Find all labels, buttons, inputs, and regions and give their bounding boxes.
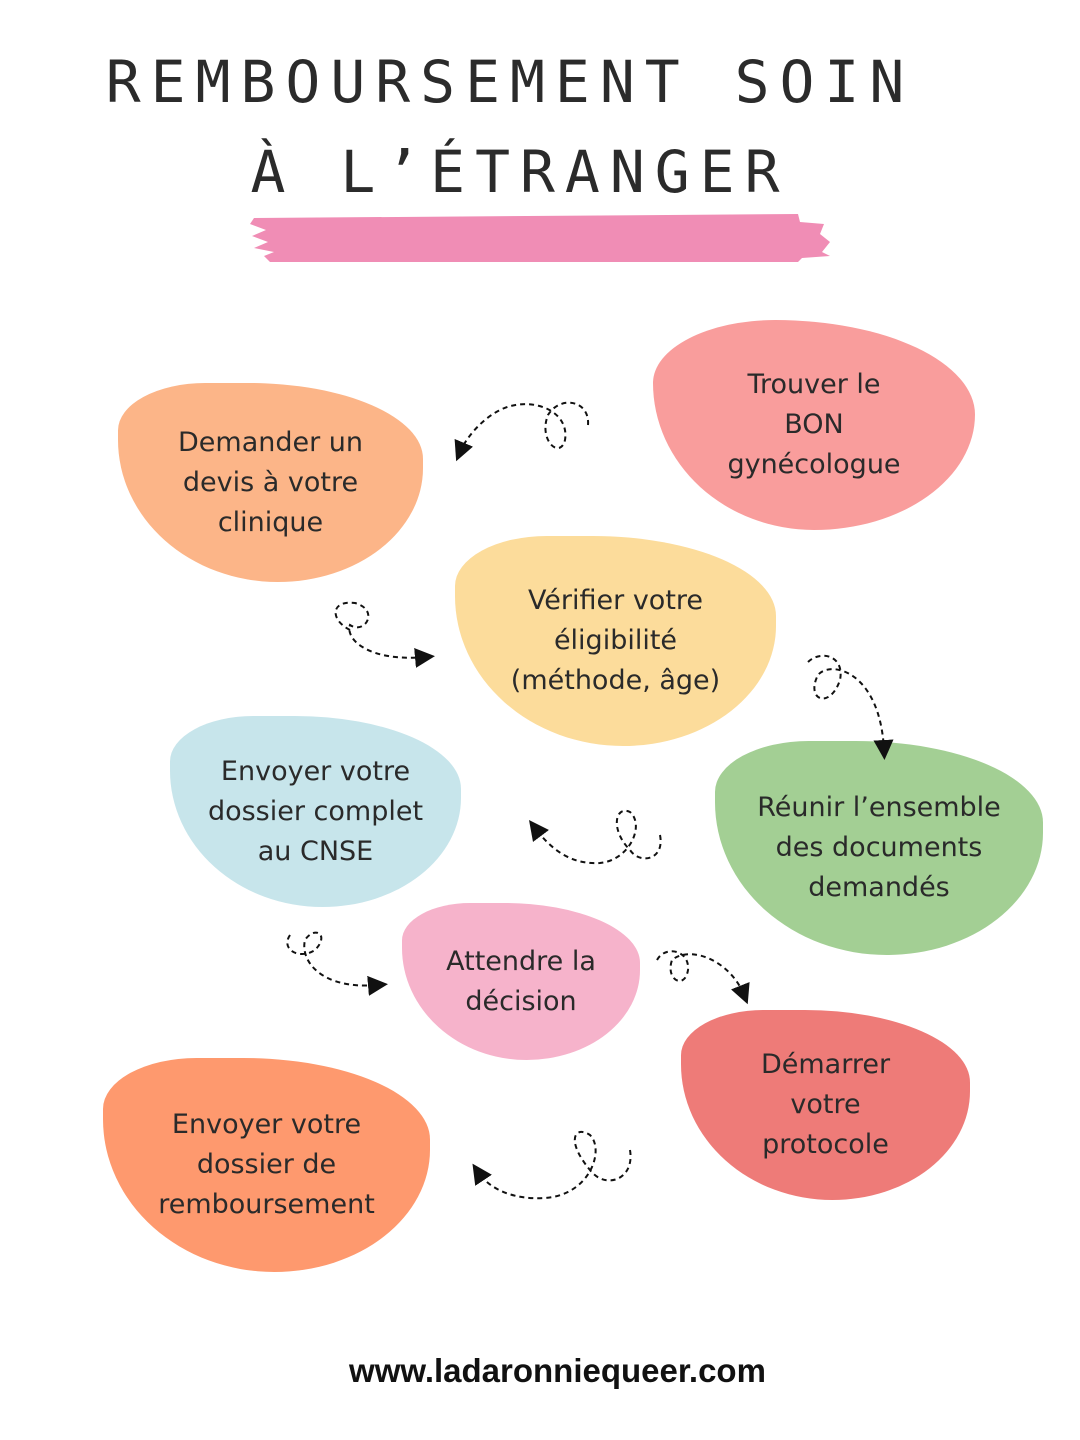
arrow-6-to-7 bbox=[656, 950, 750, 1005]
step-text: devis à votre bbox=[182, 466, 359, 498]
title-line-2: À L’ÉTRANGER bbox=[250, 138, 790, 206]
title-line-1: REMBOURSEMENT SOIN bbox=[105, 48, 915, 116]
step-text: décision bbox=[465, 985, 577, 1017]
step-text: (méthode, âge) bbox=[510, 665, 721, 696]
step-text: éligibilité bbox=[553, 625, 678, 656]
step-send-reimbursement: Envoyer votre dossier de remboursement bbox=[103, 1058, 430, 1272]
step-text: protocole bbox=[762, 1129, 889, 1160]
step-text: Attendre la bbox=[446, 945, 596, 977]
step-text: Démarrer bbox=[760, 1049, 891, 1080]
step-text: au CNSE bbox=[257, 835, 374, 867]
step-start-protocol: Démarrer votre protocole bbox=[681, 1010, 970, 1200]
step-text: Envoyer votre bbox=[171, 1109, 362, 1140]
step-text: dossier de bbox=[196, 1149, 337, 1180]
step-text: demandés bbox=[808, 872, 950, 903]
arrow-5-to-6 bbox=[286, 931, 388, 996]
arrow-7-to-8 bbox=[472, 1130, 632, 1200]
step-text: Demander un bbox=[177, 426, 364, 458]
step-text: Trouver le bbox=[747, 369, 881, 400]
step-text: votre bbox=[790, 1089, 861, 1120]
arrow-4-to-5 bbox=[528, 809, 662, 865]
step-text: des documents bbox=[775, 832, 983, 863]
pink-brush-underline bbox=[250, 214, 830, 262]
step-text: Envoyer votre bbox=[220, 755, 411, 787]
step-text: Vérifier votre bbox=[527, 585, 704, 616]
arrow-1-to-2 bbox=[454, 401, 590, 462]
arrow-3-to-4 bbox=[807, 654, 894, 760]
step-text: remboursement bbox=[158, 1189, 375, 1220]
step-text: BON bbox=[784, 409, 844, 440]
step-text: dossier complet bbox=[207, 795, 424, 827]
step-text: Réunir l’ensemble bbox=[757, 792, 1001, 823]
footer-website: www.ladaronniequeer.com bbox=[349, 1352, 766, 1389]
arrow-2-to-3 bbox=[334, 601, 435, 668]
step-text: clinique bbox=[217, 506, 324, 538]
step-text: gynécologue bbox=[727, 449, 901, 480]
